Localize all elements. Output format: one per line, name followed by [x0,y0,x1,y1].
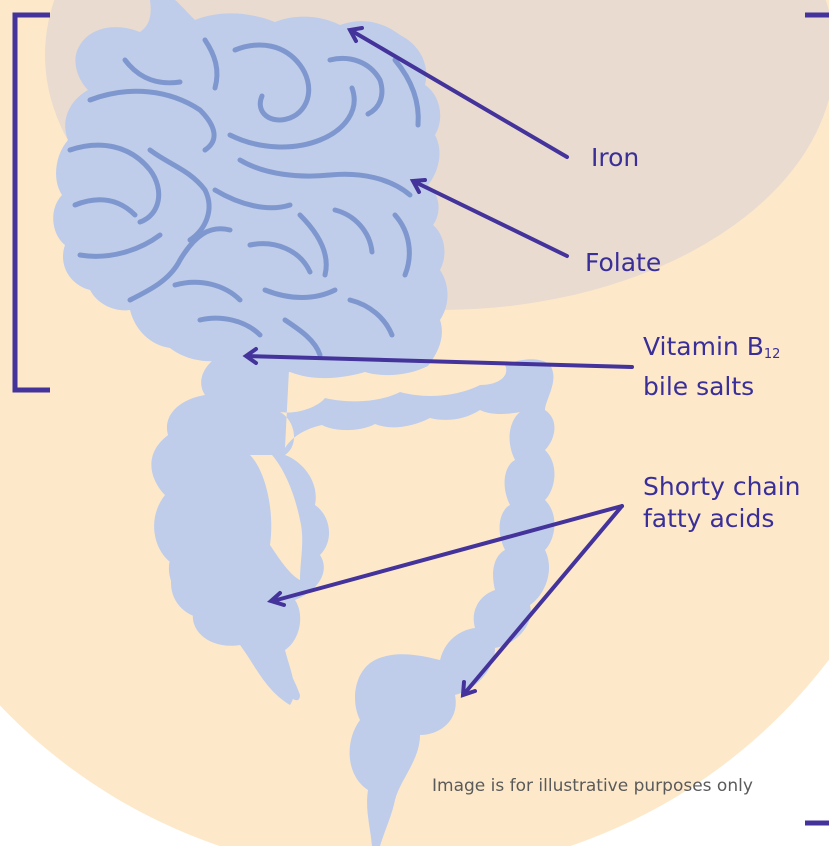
label-short-chain-fatty-acids: Shorty chain fatty acids [643,471,801,535]
footnote: Image is for illustrative purposes only [432,776,753,796]
label-iron: Iron [591,143,639,173]
label-scfa-line1: Shorty chain [643,471,801,503]
label-folate: Folate [585,248,661,278]
label-vitamin-b12-bile-salts: Vitamin B12 bile salts [643,331,780,403]
vitamin-b12-subscript: 12 [764,347,781,362]
label-bile-salts: bile salts [643,371,780,403]
vitamin-b12-text: Vitamin B [643,332,764,361]
label-scfa-line2: fatty acids [643,503,801,535]
label-vitamin-b12: Vitamin B12 [643,331,780,371]
